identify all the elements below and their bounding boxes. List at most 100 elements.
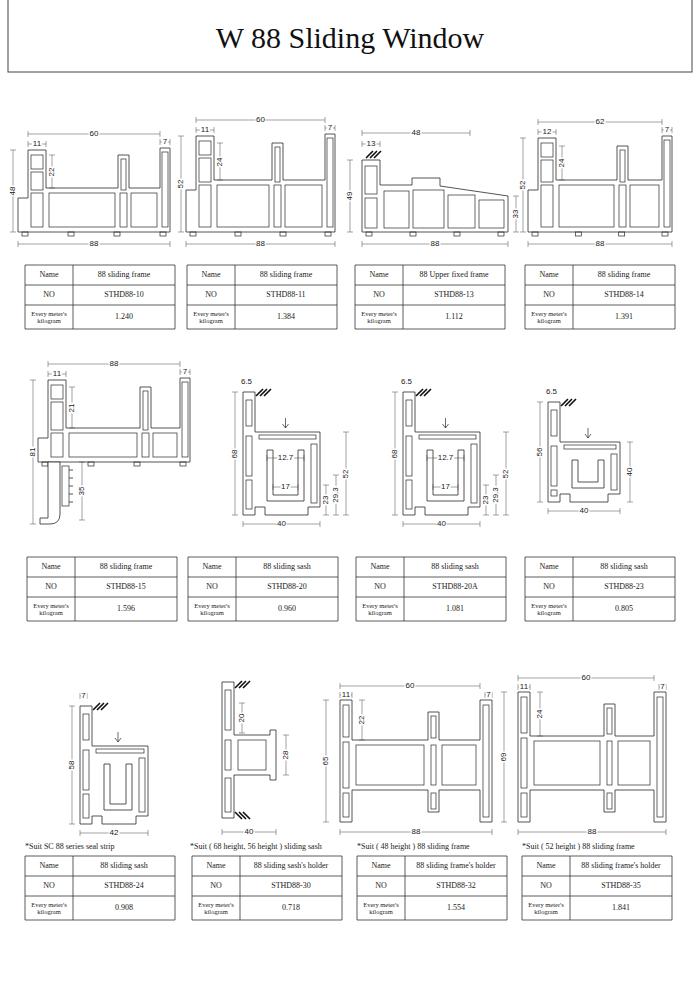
dimension-line bbox=[69, 387, 75, 428]
table-cell: 1.112 bbox=[405, 306, 503, 328]
table-cell: STHD88-35 bbox=[572, 877, 670, 895]
suit-note: *Suit SC 88 series seal strip bbox=[25, 843, 115, 851]
profile-chamber bbox=[275, 147, 280, 182]
dimension-label: 17 bbox=[280, 483, 291, 491]
dimension-line bbox=[501, 692, 507, 822]
dimension-label: 60 bbox=[255, 116, 266, 124]
table-grid bbox=[356, 557, 506, 621]
table-cell: Name bbox=[358, 558, 402, 576]
profile-chamber bbox=[410, 232, 416, 236]
table-cell: STHD88-11 bbox=[237, 286, 335, 304]
table-cell: NO bbox=[190, 578, 234, 596]
profile-outline bbox=[443, 418, 449, 428]
profile-outline bbox=[18, 148, 170, 232]
seal-strip bbox=[93, 703, 108, 710]
dimension-label: 62 bbox=[595, 118, 606, 126]
profile-chamber bbox=[664, 140, 670, 227]
profile-chamber bbox=[199, 158, 211, 182]
table-cell: Name bbox=[527, 558, 571, 576]
profile-chamber bbox=[62, 466, 69, 506]
dimension-label: 40 bbox=[276, 520, 287, 528]
table-cell: NO bbox=[194, 877, 238, 895]
table-cell: 88 sliding sash's holder bbox=[242, 857, 340, 875]
dimension-label: 65 bbox=[322, 756, 330, 767]
profile-chamber bbox=[225, 778, 231, 812]
profile-outline bbox=[572, 460, 604, 488]
dimension-line bbox=[80, 693, 87, 699]
dimension-line bbox=[196, 127, 214, 133]
dimension-line bbox=[537, 692, 543, 736]
table-cell: 0.908 bbox=[75, 897, 173, 919]
dimension-line bbox=[49, 155, 55, 188]
dimension-line bbox=[559, 146, 565, 180]
profile-chamber bbox=[343, 793, 349, 817]
table-cell: STHD88-23 bbox=[575, 578, 673, 596]
profile-chamber bbox=[42, 462, 48, 466]
profile-outline bbox=[69, 470, 73, 502]
table-grid bbox=[25, 856, 175, 920]
table-cell: NO bbox=[27, 286, 71, 304]
profile-outline bbox=[104, 764, 132, 810]
table-cell: Name bbox=[357, 266, 401, 284]
profile-chamber bbox=[134, 462, 140, 466]
profile-chamber bbox=[69, 433, 137, 457]
dimension-line bbox=[79, 462, 85, 520]
page-title: W 88 Sliding Window bbox=[216, 23, 485, 53]
profile-chamber bbox=[607, 793, 612, 809]
dimension-label: 7 bbox=[659, 683, 665, 691]
dimension-line bbox=[433, 484, 458, 490]
dimension-line bbox=[340, 829, 492, 835]
profile-chamber bbox=[285, 185, 322, 227]
dimension-label: 88 bbox=[587, 828, 598, 836]
dimension-line bbox=[232, 392, 238, 515]
table-cell: NO bbox=[524, 877, 568, 895]
dimension-label: 52 bbox=[177, 179, 185, 190]
table-cell: NO bbox=[359, 877, 403, 895]
profile-chamber bbox=[532, 232, 538, 236]
header-box bbox=[8, 0, 692, 72]
dimension-label: 60 bbox=[581, 674, 592, 682]
profile-chamber bbox=[259, 435, 316, 439]
table-cell: 88 sliding frame bbox=[575, 266, 673, 284]
table-cell: NO bbox=[358, 578, 402, 596]
table-cell: 88 sliding frame's holder bbox=[572, 857, 670, 875]
table-cell: Every meter's kilogram bbox=[527, 598, 571, 620]
profile-chamber bbox=[31, 155, 43, 169]
dimension-line bbox=[217, 143, 223, 180]
dimension-line bbox=[48, 361, 180, 367]
profile-chamber bbox=[521, 793, 527, 817]
profile-chamber bbox=[235, 232, 241, 236]
table-cell: Name bbox=[189, 266, 233, 284]
profile-chamber bbox=[541, 160, 553, 182]
profile-chamber bbox=[31, 193, 43, 227]
dimension-label: 52 bbox=[519, 180, 527, 191]
table-cell: Every meter's kilogram bbox=[189, 306, 233, 328]
profile-chamber bbox=[280, 232, 286, 236]
profile-chamber bbox=[657, 697, 663, 817]
dimension-label: 56 bbox=[536, 447, 544, 458]
table-cell: STHD88-10 bbox=[75, 286, 173, 304]
table-cell: 88 sliding sash bbox=[575, 558, 673, 576]
dimension-line bbox=[69, 706, 75, 824]
profile-chamber bbox=[406, 400, 412, 426]
profile-chamber bbox=[618, 741, 650, 785]
dimension-label: 88 bbox=[595, 240, 606, 248]
dimension-label: 7 bbox=[664, 126, 670, 134]
dimension-line bbox=[493, 475, 499, 515]
profile-chamber bbox=[246, 436, 252, 476]
profile-chamber bbox=[121, 159, 126, 190]
profile-outline bbox=[80, 706, 148, 824]
dimension-label: 33 bbox=[512, 209, 520, 220]
profile-outline bbox=[362, 160, 508, 232]
table-grid bbox=[525, 265, 675, 329]
table-grid bbox=[187, 265, 337, 329]
profile-chamber bbox=[607, 708, 612, 734]
dimension-label: 88 bbox=[411, 828, 422, 836]
table-cell: STHD88-32 bbox=[407, 877, 505, 895]
profile-chamber bbox=[190, 232, 196, 236]
table-cell: Name bbox=[27, 857, 71, 875]
dimension-label: 12.7 bbox=[437, 454, 455, 462]
dimension-line bbox=[427, 455, 464, 461]
table-cell: Every meter's kilogram bbox=[27, 897, 71, 919]
dimension-label: 23 bbox=[322, 495, 330, 506]
